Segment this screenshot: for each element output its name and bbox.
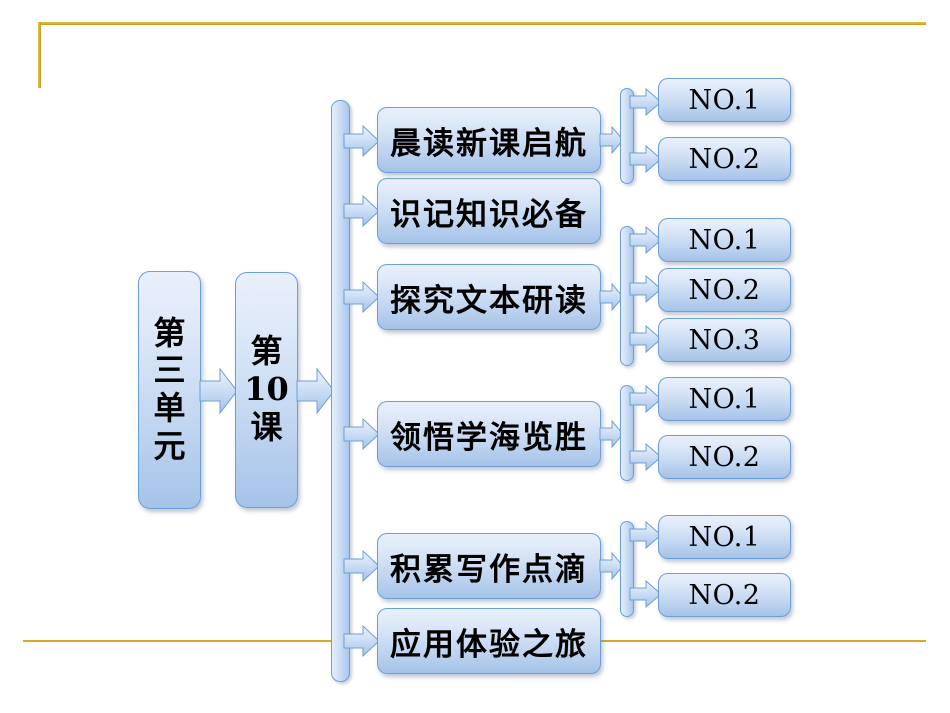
item-label-0-1: NO.2 <box>688 143 761 175</box>
arrow-subspine-4-to-item-1 <box>629 579 662 609</box>
lesson-box-char-1: 10 <box>244 370 289 409</box>
unit-box-char-0: 第 <box>153 313 186 352</box>
gold-rule-top <box>38 22 926 25</box>
item-box-3-1[interactable]: NO.2 <box>658 435 791 479</box>
arrow-subspine-0-to-item-0 <box>629 87 662 117</box>
arrow-lesson-to-spine <box>296 367 335 415</box>
item-label-2-0: NO.1 <box>688 224 761 256</box>
section-label-4: 积累写作点滴 <box>390 551 588 588</box>
item-label-0-0: NO.1 <box>688 84 761 116</box>
unit-box-char-3: 元 <box>153 426 186 465</box>
unit-box[interactable]: 第 三 单 元 <box>138 271 201 509</box>
section-box-1[interactable]: 识记知识必备 <box>377 178 601 244</box>
item-label-4-0: NO.1 <box>688 521 761 553</box>
section-box-0[interactable]: 晨读新课启航 <box>377 107 601 173</box>
item-box-0-1[interactable]: NO.2 <box>658 137 791 181</box>
section-label-3: 领悟学海览胜 <box>390 419 588 456</box>
arrow-subspine-2-to-item-0 <box>629 225 662 255</box>
section-label-0: 晨读新课启航 <box>390 125 588 162</box>
item-box-2-2[interactable]: NO.3 <box>658 318 791 362</box>
section-box-3[interactable]: 领悟学海览胜 <box>377 401 601 467</box>
arrow-spine-to-section-4 <box>343 549 380 583</box>
item-label-3-1: NO.2 <box>688 441 761 473</box>
item-label-2-1: NO.2 <box>688 274 761 306</box>
main-spine <box>331 100 350 682</box>
unit-box-char-1: 三 <box>153 351 186 390</box>
arrow-subspine-3-to-item-1 <box>629 442 662 472</box>
section-label-2: 探究文本研读 <box>390 282 588 319</box>
arrow-section-2-to-subspine <box>599 282 624 312</box>
arrow-spine-to-section-3 <box>343 417 380 451</box>
item-label-2-2: NO.3 <box>688 324 761 356</box>
item-box-0-0[interactable]: NO.1 <box>658 78 791 122</box>
arrow-subspine-2-to-item-2 <box>629 324 662 354</box>
arrow-spine-to-section-1 <box>343 194 380 228</box>
item-box-2-0[interactable]: NO.1 <box>658 218 791 262</box>
arrow-subspine-4-to-item-0 <box>629 520 662 550</box>
section-label-1: 识记知识必备 <box>390 196 588 233</box>
item-box-4-0[interactable]: NO.1 <box>658 515 791 559</box>
gold-rule-left <box>38 22 41 88</box>
lesson-box-char-2: 课 <box>250 407 283 446</box>
section-box-5[interactable]: 应用体验之旅 <box>377 608 601 674</box>
item-label-4-1: NO.2 <box>688 579 761 611</box>
arrow-section-4-to-subspine <box>599 551 624 581</box>
sub-spine-2 <box>620 226 634 366</box>
item-box-4-1[interactable]: NO.2 <box>658 573 791 617</box>
item-label-3-0: NO.1 <box>688 383 761 415</box>
section-box-2[interactable]: 探究文本研读 <box>377 264 601 330</box>
arrow-spine-to-section-2 <box>343 280 380 314</box>
item-box-2-1[interactable]: NO.2 <box>658 268 791 312</box>
unit-box-char-2: 单 <box>153 389 186 427</box>
arrow-subspine-0-to-item-1 <box>629 144 662 174</box>
arrow-spine-to-section-5 <box>343 624 380 658</box>
section-box-4[interactable]: 积累写作点滴 <box>377 533 601 599</box>
arrow-unit-to-lesson <box>199 367 238 415</box>
arrow-section-0-to-subspine <box>599 125 624 155</box>
arrow-subspine-3-to-item-0 <box>629 384 662 414</box>
arrow-section-3-to-subspine <box>599 419 624 449</box>
lesson-box[interactable]: 第 10 课 <box>235 272 298 508</box>
lesson-box-char-0: 第 <box>250 332 283 371</box>
item-box-3-0[interactable]: NO.1 <box>658 377 791 421</box>
arrow-subspine-2-to-item-1 <box>629 274 662 304</box>
section-label-5: 应用体验之旅 <box>390 626 588 663</box>
arrow-spine-to-section-0 <box>343 124 380 158</box>
